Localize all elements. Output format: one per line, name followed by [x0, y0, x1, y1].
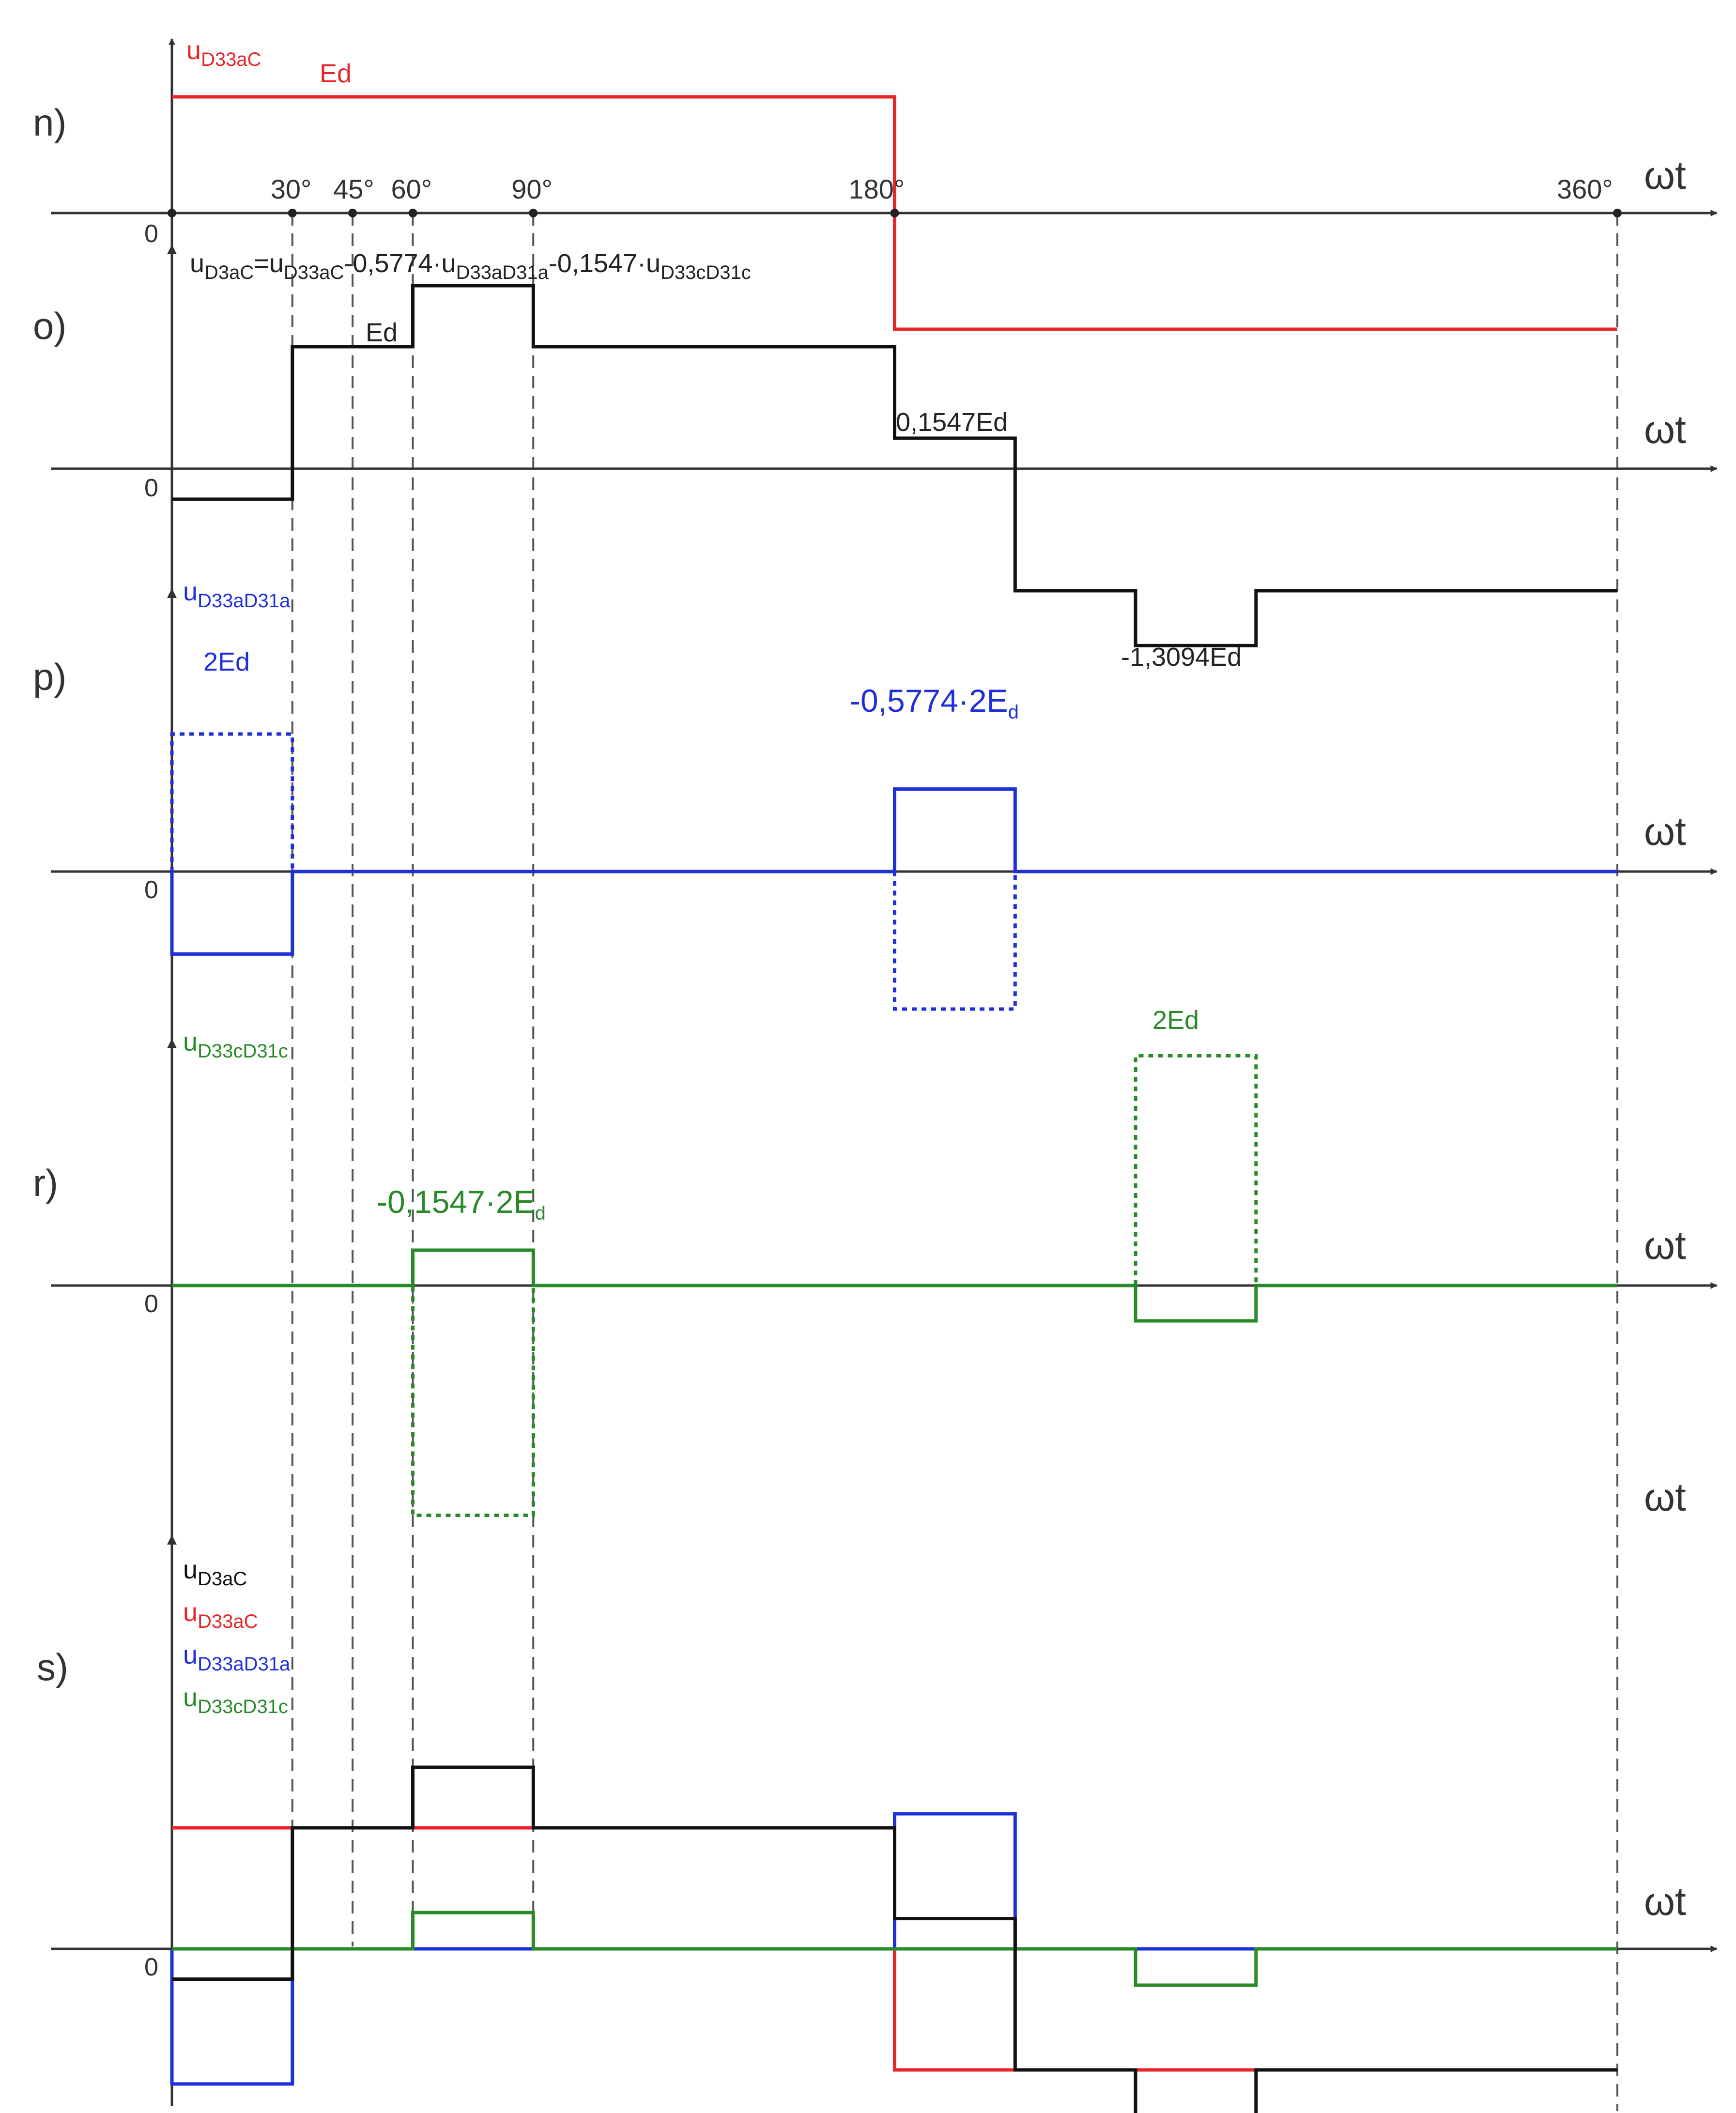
o-formula: uD3aC=uD33aC-0,5774·uD33aD31a-0,1547·uD3… — [190, 249, 751, 283]
formula-part-3: -0,1547·u — [549, 249, 661, 278]
angle-ticks: 30° 45° 60° 90° 180° 360° — [168, 174, 1622, 217]
tick-dot-60 — [408, 209, 417, 217]
formula-sub-0: D3aC — [204, 262, 254, 283]
zero-label-o: 0 — [144, 474, 158, 502]
zero-label-p: 0 — [144, 876, 158, 904]
tick-label-60: 60° — [391, 174, 432, 204]
panel-label-n: n) — [33, 101, 66, 144]
r-label-scale: -0,1547·2Ed — [377, 1184, 546, 1224]
s-black-line — [172, 1765, 1617, 2113]
axis-label-extra: ωt — [1644, 1475, 1686, 1519]
axis-label-p: ωt — [1644, 810, 1686, 854]
legend-sub-2: D33aD31a — [198, 1654, 291, 1675]
arrow-r — [167, 1039, 177, 1048]
legend-main-1: u — [183, 1598, 198, 1627]
legend-main-3: u — [183, 1683, 198, 1712]
tick-dot-360 — [1613, 209, 1622, 217]
legend-sub-0: D3aC — [198, 1568, 247, 1590]
zero-label-r: 0 — [144, 1290, 158, 1318]
formula-part-2: -0,5774·u — [344, 249, 456, 278]
arrow-o — [167, 245, 177, 254]
n-title: uD33aC — [186, 36, 261, 70]
legend-item-0: uD3aC — [183, 1555, 247, 1590]
tick-dot-180 — [890, 209, 899, 217]
legend-main-0: u — [183, 1555, 198, 1584]
tick-dot-30 — [288, 209, 297, 217]
axes — [51, 38, 1718, 2106]
tick-dot-45 — [348, 209, 357, 217]
n-level-label: Ed — [320, 59, 352, 88]
r-label-2ed: 2Ed — [1152, 1006, 1199, 1035]
axis-label-s: ωt — [1644, 1880, 1686, 1924]
s-green-line — [172, 1911, 1617, 1987]
panel-label-o: o) — [33, 305, 66, 347]
legend-sub-1: D33aC — [198, 1611, 258, 1632]
o-label-ed: Ed — [366, 318, 398, 347]
axis-label-n: ωt — [1644, 153, 1686, 198]
tick-dot-90 — [529, 209, 538, 217]
tick-label-90: 90° — [511, 174, 553, 204]
o-label-01547: 0,1547Ed — [896, 408, 1008, 437]
tick-label-180: 180° — [849, 174, 905, 204]
o-label-13094: -1,3094Ed — [1121, 643, 1242, 672]
panel-label-p: p) — [33, 656, 66, 698]
legend-item-2: uD33aD31a — [183, 1640, 291, 1675]
p-title: uD33aD31a — [183, 577, 291, 612]
arrow-s — [167, 1535, 177, 1545]
axis-label-r: ωt — [1644, 1224, 1686, 1268]
formula-sub-3: D33cD31c — [661, 262, 751, 283]
formula-part-1: =u — [254, 249, 284, 278]
formula-sub-1: D33aC — [284, 262, 344, 283]
tick-label-45: 45° — [333, 174, 374, 204]
legend-main-2: u — [183, 1640, 198, 1669]
r-green-solid-line — [172, 1248, 1617, 1323]
waveforms — [170, 95, 1617, 2113]
tick-dot-0 — [168, 209, 176, 217]
axis-label-o: ωt — [1644, 408, 1686, 452]
angle-guides — [291, 213, 1618, 2111]
p-blue-solid-line — [170, 787, 1617, 956]
tick-label-360: 360° — [1557, 174, 1613, 204]
panel-label-r: r) — [33, 1162, 58, 1204]
zero-label-s: 0 — [144, 1953, 158, 1981]
r-title: uD33cD31c — [183, 1027, 288, 1062]
legend-item-1: uD33aC — [183, 1598, 258, 1632]
legend-sub-3: D33cD31c — [198, 1696, 288, 1717]
o-black-line — [172, 284, 1617, 647]
formula-sub-2: D33aD31a — [456, 262, 549, 283]
p-label-2ed: 2Ed — [203, 647, 250, 676]
panel-label-s: s) — [37, 1646, 68, 1688]
p-label-scale: -0,5774·2Ed — [850, 683, 1019, 723]
zero-label-n: 0 — [144, 220, 158, 248]
tick-label-30: 30° — [271, 174, 312, 204]
legend-item-3: uD33cD31c — [183, 1683, 288, 1717]
formula-part-0: u — [190, 249, 204, 278]
arrow-p — [167, 588, 177, 598]
